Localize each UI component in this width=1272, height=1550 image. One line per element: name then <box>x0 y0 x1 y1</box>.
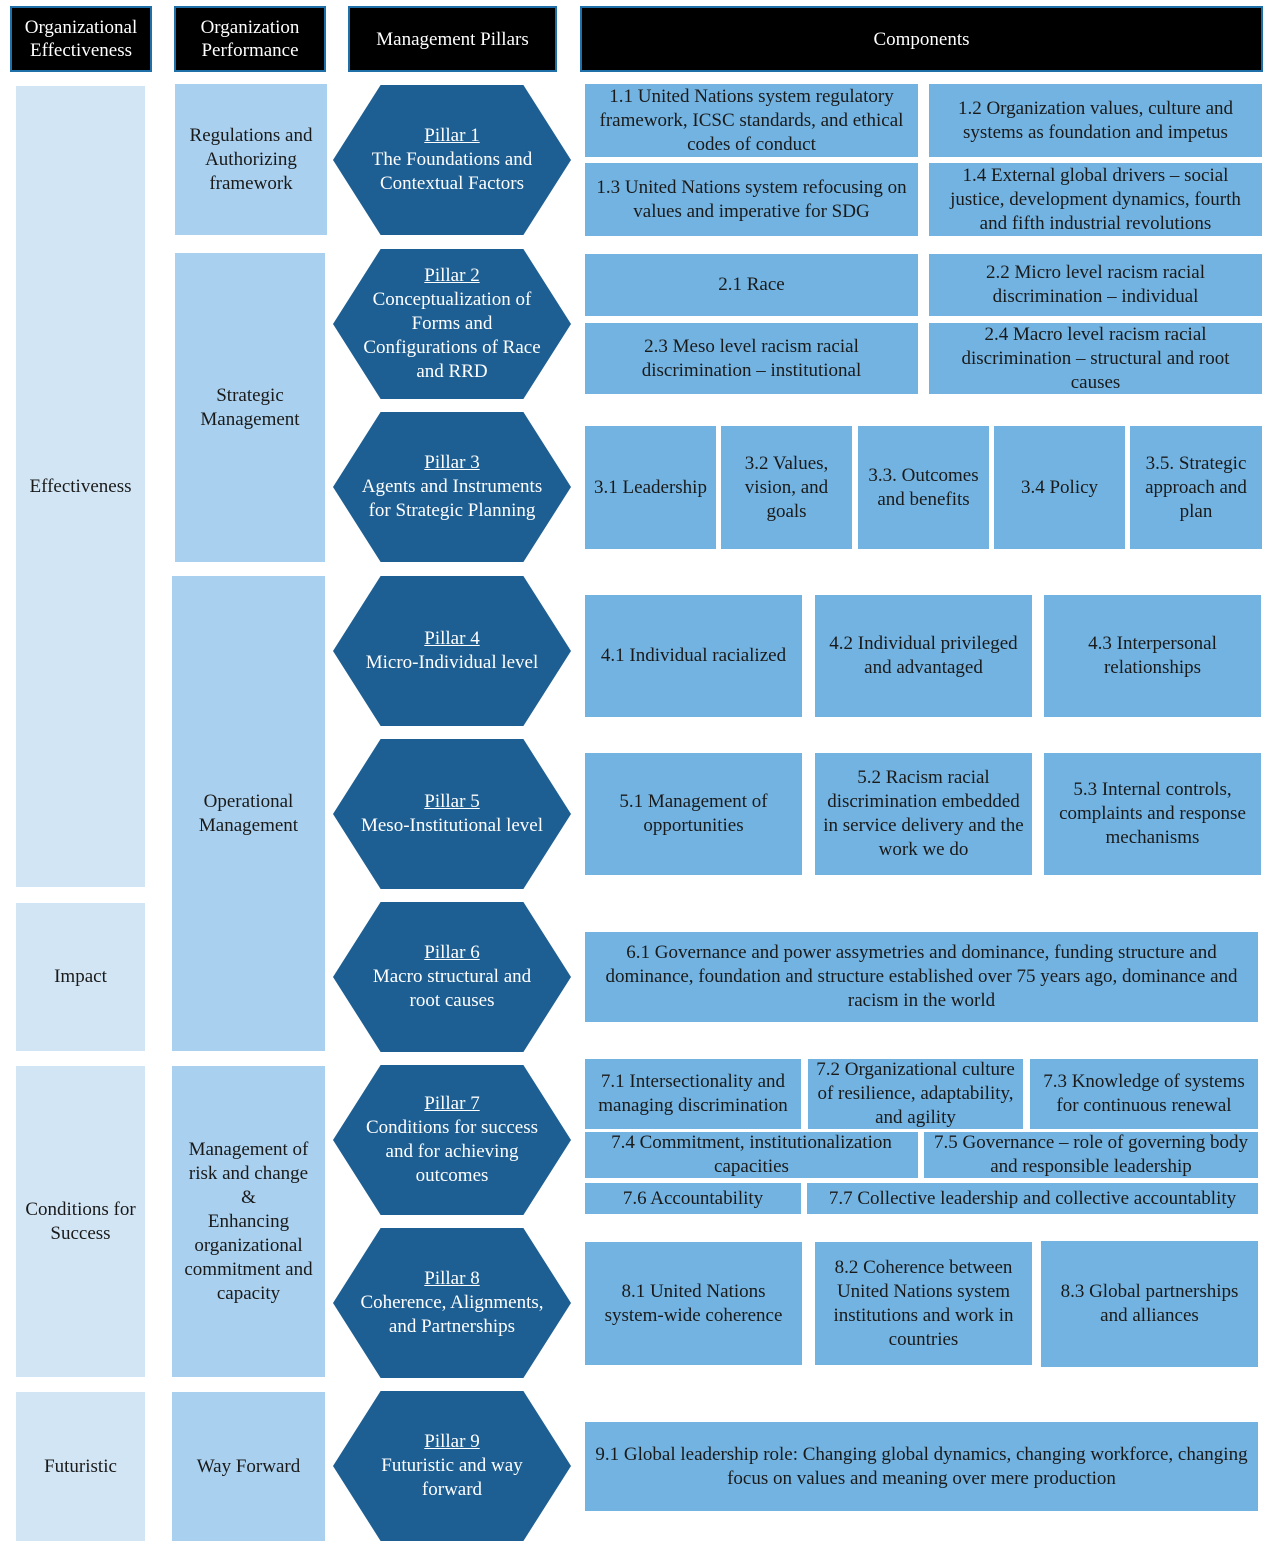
pillar-2-title: Pillar 2 <box>424 265 480 286</box>
pillar-7-hexagon: Pillar 7 Conditions for success and for … <box>333 1065 571 1215</box>
component-8-3: 8.3 Global partnerships and alliances <box>1041 1241 1258 1367</box>
pillar-3-name: Agents and Instruments for Strategic Pla… <box>361 476 543 521</box>
component-7-5: 7.5 Governance – role of governing body … <box>924 1132 1258 1178</box>
component-3-3: 3.3. Outcomes and benefits <box>858 426 989 549</box>
component-2-1: 2.1 Race <box>585 254 918 316</box>
pillar-3-hexagon: Pillar 3 Agents and Instruments for Stra… <box>333 412 571 562</box>
component-4-2: 4.2 Individual privileged and advantaged <box>815 595 1032 717</box>
component-5-2: 5.2 Racism racial discrimination embedde… <box>815 753 1032 875</box>
impact-cell: Impact <box>16 903 145 1051</box>
pillar-5-name: Meso-Institutional level <box>360 815 544 836</box>
component-5-1: 5.1 Management of opportunities <box>585 753 802 875</box>
header-organization-performance: Organization Performance <box>174 6 326 72</box>
component-7-3: 7.3 Knowledge of systems for continuous … <box>1030 1059 1258 1129</box>
header-components: Components <box>580 6 1263 72</box>
regulations-framework-cell: Regulations and Authorizing framework <box>175 84 327 235</box>
pillar-1-title: Pillar 1 <box>424 125 480 146</box>
component-1-2: 1.2 Organization values, culture and sys… <box>929 84 1262 157</box>
header-organizational-effectiveness: Organizational Effectiveness <box>10 6 152 72</box>
component-3-1: 3.1 Leadership <box>585 426 716 549</box>
conditions-for-success-cell: Conditions for Success <box>16 1066 145 1377</box>
component-1-3: 1.3 United Nations system refocusing on … <box>585 163 918 236</box>
component-2-3: 2.3 Meso level racism racial discriminat… <box>585 323 918 394</box>
pillar-4-name: Micro-Individual level <box>365 652 539 673</box>
pillar-7-name: Conditions for success and for achieving… <box>365 1117 539 1186</box>
pillar-4-hexagon: Pillar 4 Micro-Individual level <box>333 576 571 726</box>
component-7-2: 7.2 Organizational culture of resilience… <box>808 1059 1023 1129</box>
component-1-1: 1.1 United Nations system regulatory fra… <box>585 84 918 157</box>
pillar-5-hexagon: Pillar 5 Meso-Institutional level <box>333 739 571 889</box>
component-4-3: 4.3 Interpersonal relationships <box>1044 595 1261 717</box>
pillar-4-title: Pillar 4 <box>424 628 480 649</box>
component-6-1: 6.1 Governance and power assymetries and… <box>585 932 1258 1022</box>
component-9-1: 9.1 Global leadership role: Changing glo… <box>585 1422 1258 1511</box>
pillar-2-name: Conceptualization of Forms and Configura… <box>363 289 541 382</box>
pillar-6-hexagon: Pillar 6 Macro structural and root cause… <box>333 902 571 1052</box>
pillar-1-name: The Foundations and Contextual Factors <box>371 149 533 194</box>
component-4-1: 4.1 Individual racialized <box>585 595 802 717</box>
header-management-pillars: Management Pillars <box>348 6 557 72</box>
pillar-9-name: Futuristic and way forward <box>381 1455 523 1500</box>
component-7-7: 7.7 Collective leadership and collective… <box>807 1183 1258 1214</box>
pillar-7-title: Pillar 7 <box>424 1093 480 1114</box>
component-3-2: 3.2 Values, vision, and goals <box>721 426 852 549</box>
pillar-9-hexagon: Pillar 9 Futuristic and way forward <box>333 1391 571 1541</box>
effectiveness-cell: Effectiveness <box>16 86 145 887</box>
pillar-6-name: Macro structural and root causes <box>372 966 532 1011</box>
component-3-4: 3.4 Policy <box>994 426 1125 549</box>
component-8-2: 8.2 Coherence between United Nations sys… <box>815 1242 1032 1365</box>
component-5-3: 5.3 Internal controls, complaints and re… <box>1044 753 1261 875</box>
component-1-4: 1.4 External global drivers – social jus… <box>929 163 1262 236</box>
pillar-9-title: Pillar 9 <box>424 1431 480 1452</box>
component-2-4: 2.4 Macro level racism racial discrimina… <box>929 323 1262 394</box>
pillar-8-name: Coherence, Alignments, and Partnerships <box>360 1292 544 1337</box>
component-8-1: 8.1 United Nations system-wide coherence <box>585 1242 802 1365</box>
strategic-management-cell: Strategic Management <box>175 253 325 562</box>
pillar-1-hexagon: Pillar 1 The Foundations and Contextual … <box>333 85 571 235</box>
pillar-2-hexagon: Pillar 2 Conceptualization of Forms and … <box>333 249 571 399</box>
operational-management-cell: Operational Management <box>172 576 325 1051</box>
pillar-6-title: Pillar 6 <box>424 942 480 963</box>
component-7-4: 7.4 Commitment, institutionalization cap… <box>585 1132 918 1178</box>
pillar-8-hexagon: Pillar 8 Coherence, Alignments, and Part… <box>333 1228 571 1378</box>
futuristic-cell: Futuristic <box>16 1392 145 1541</box>
pillar-5-title: Pillar 5 <box>424 791 480 812</box>
pillar-3-title: Pillar 3 <box>424 452 480 473</box>
component-2-2: 2.2 Micro level racism racial discrimina… <box>929 254 1262 316</box>
way-forward-cell: Way Forward <box>172 1392 325 1541</box>
pillar-8-title: Pillar 8 <box>424 1268 480 1289</box>
component-7-6: 7.6 Accountability <box>585 1183 801 1214</box>
component-3-5: 3.5. Strategic approach and plan <box>1130 426 1262 549</box>
component-7-1: 7.1 Intersectionality and managing discr… <box>585 1059 801 1129</box>
risk-change-management-cell: Management of risk and change & Enhancin… <box>172 1066 325 1377</box>
